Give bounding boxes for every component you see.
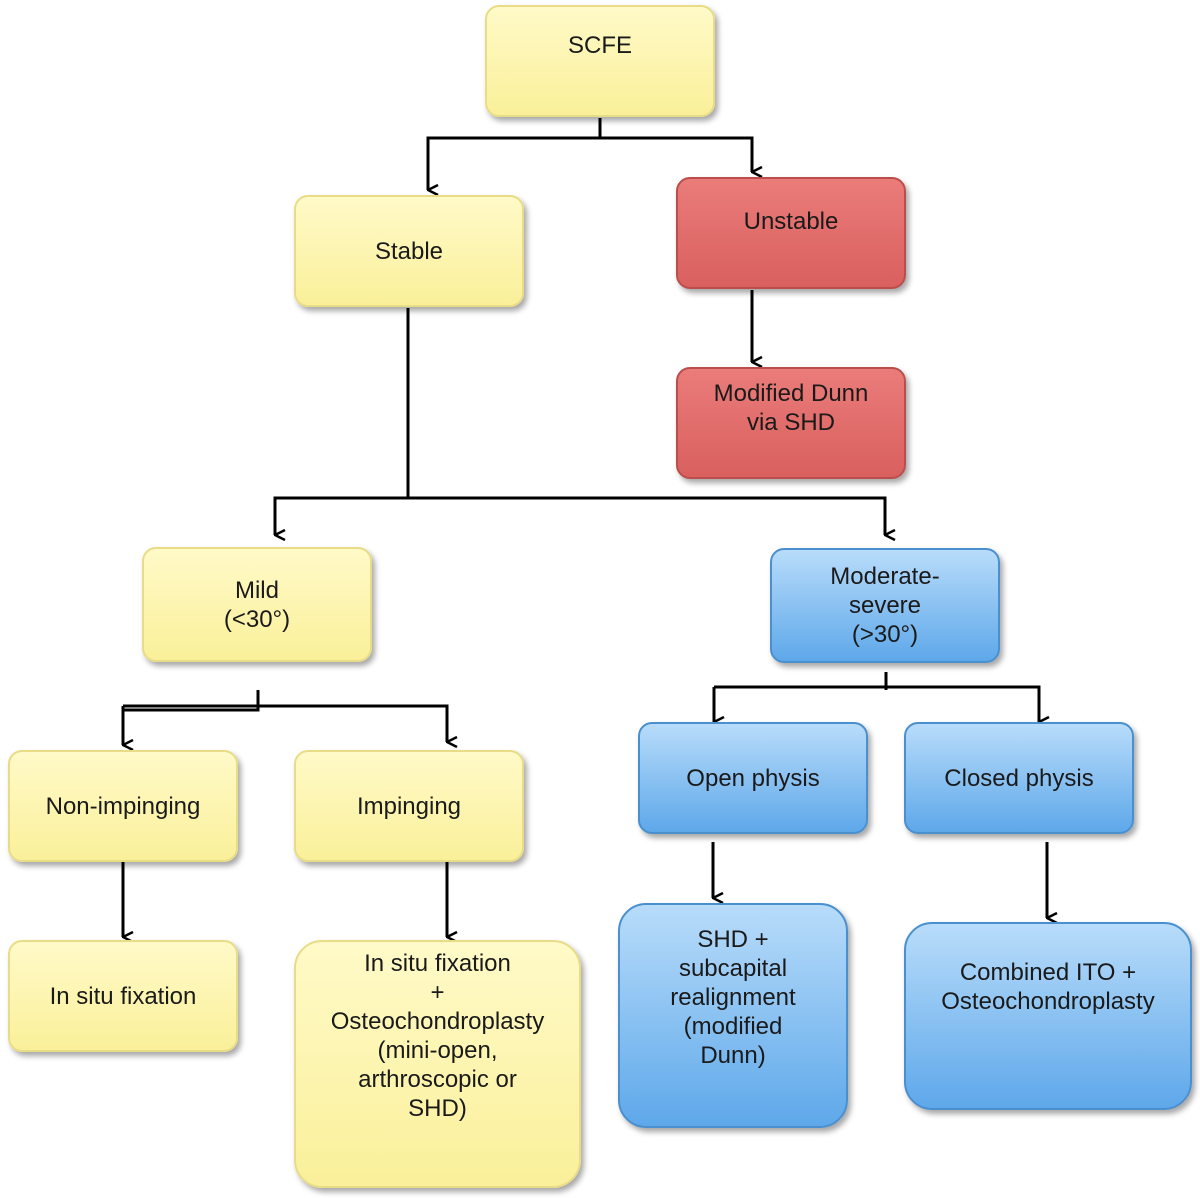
connector-moderate-closed bbox=[714, 685, 1039, 722]
node-modified-dunn-shd: Modified Dunn via SHD bbox=[676, 367, 906, 479]
node-unstable-label: Unstable bbox=[743, 207, 839, 235]
connector-mild-impinging bbox=[123, 704, 447, 742]
connector-stable-trunk bbox=[273, 308, 410, 535]
node-combined-ito: Combined ITO + Osteochondroplasty bbox=[904, 922, 1192, 1110]
node-stable: Stable bbox=[294, 195, 524, 307]
node-shd-realignment-label: SHD + subcapital realignment (modified D… bbox=[670, 926, 796, 1069]
node-in-situ-osteo-label: In situ fixation + Osteochondroplasty (m… bbox=[330, 950, 545, 1122]
node-modified-dunn-shd-label: Modified Dunn via SHD bbox=[713, 380, 869, 436]
connector-stable-moderate bbox=[408, 496, 885, 535]
node-scfe-label: SCFE bbox=[567, 31, 632, 59]
node-moderate-severe: Moderate- severe (>30°) bbox=[770, 548, 1000, 663]
node-in-situ-osteo: In situ fixation + Osteochondroplasty (m… bbox=[294, 940, 581, 1188]
node-open-physis-label: Open physis bbox=[686, 764, 820, 792]
node-open-physis: Open physis bbox=[638, 722, 868, 834]
node-mild-label: Mild (<30°) bbox=[223, 576, 291, 633]
node-non-impinging-label: Non-impinging bbox=[45, 792, 201, 820]
node-moderate-severe-label: Moderate- severe (>30°) bbox=[830, 563, 940, 648]
node-in-situ-fixation-label: In situ fixation bbox=[49, 982, 197, 1010]
node-stable-label: Stable bbox=[374, 237, 444, 265]
node-combined-ito-label: Combined ITO + Osteochondroplasty bbox=[941, 959, 1155, 1015]
node-mild: Mild (<30°) bbox=[142, 547, 372, 662]
node-closed-physis-label: Closed physis bbox=[944, 764, 1094, 792]
node-closed-physis: Closed physis bbox=[904, 722, 1134, 834]
node-unstable: Unstable bbox=[676, 177, 906, 289]
node-impinging-label: Impinging bbox=[356, 792, 462, 820]
node-in-situ-fixation: In situ fixation bbox=[8, 940, 238, 1052]
node-scfe: SCFE bbox=[485, 5, 715, 117]
connector-mild-trunk bbox=[121, 690, 260, 745]
node-shd-realignment: SHD + subcapital realignment (modified D… bbox=[618, 903, 848, 1128]
node-non-impinging: Non-impinging bbox=[8, 750, 238, 862]
node-impinging: Impinging bbox=[294, 750, 524, 862]
